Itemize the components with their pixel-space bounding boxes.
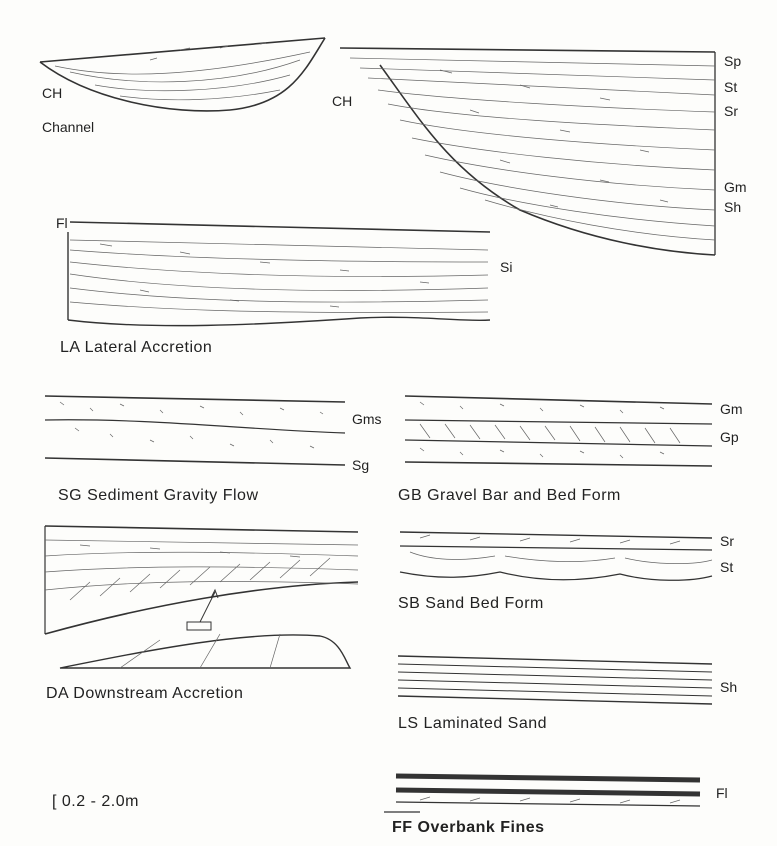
da-bar-sketch (60, 635, 350, 668)
gb-facies-gm: Gm (720, 401, 743, 417)
ch-right-facies-sh: Sh (724, 199, 741, 215)
da-element: DA Downstream Accretion (45, 526, 358, 702)
ch-right-code: CH (332, 93, 352, 109)
ls-caption: LS Laminated Sand (398, 715, 547, 732)
sb-facies-st: St (720, 559, 733, 575)
la-top-surface (70, 222, 490, 232)
da-zoom-arrow (200, 592, 215, 622)
gb-caption: GB Gravel Bar and Bed Form (398, 487, 621, 504)
sb-caption: SB Sand Bed Form (398, 595, 544, 612)
ch-right-facies-gm: Gm (724, 179, 747, 195)
ch-left-code: CH (42, 85, 62, 101)
sb-element: Sr St SB Sand Bed Form (398, 532, 734, 612)
sg-caption: SG Sediment Gravity Flow (58, 487, 259, 504)
sg-facies-sg: Sg (352, 457, 369, 473)
gb-facies-gp: Gp (720, 429, 739, 445)
la-caption: LA Lateral Accretion (60, 339, 212, 356)
ch-left-top-surface (40, 38, 325, 62)
ff-caption: FF Overbank Fines (392, 819, 545, 836)
ch-right-facies-sr: Sr (724, 103, 738, 119)
ch-right-top-surface (340, 48, 715, 52)
ls-facies-sh: Sh (720, 679, 737, 695)
sg-facies-gms: Gms (352, 411, 382, 427)
scale-bar: [ 0.2 - 2.0m (52, 793, 139, 810)
ch-right-element: CH Sp St Sr Gm Sh (332, 48, 747, 255)
sg-element: Gms Sg SG Sediment Gravity Flow (45, 396, 382, 504)
sb-facies-sr: Sr (720, 533, 734, 549)
ch-left-name: Channel (42, 119, 94, 135)
gb-element: Gm Gp GB Gravel Bar and Bed Form (398, 396, 743, 504)
ff-element: Fl FF Overbank Fines (384, 776, 728, 836)
da-caption: DA Downstream Accretion (46, 685, 243, 702)
ch-channel-element: CH Channel (40, 38, 325, 135)
ch-right-facies-sp: Sp (724, 53, 741, 69)
ch-right-basal-surface (380, 65, 715, 255)
scale-label: [ 0.2 - 2.0m (52, 793, 139, 810)
ch-right-facies-st: St (724, 79, 737, 95)
la-facies-si: Si (500, 259, 512, 275)
ff-facies-fl: Fl (716, 785, 728, 801)
la-facies-fl: Fl (56, 215, 68, 231)
la-basal-surface (68, 317, 490, 325)
la-element: Fl Si LA Lateral Accretion (56, 215, 512, 356)
ls-element: Sh LS Laminated Sand (398, 656, 737, 732)
